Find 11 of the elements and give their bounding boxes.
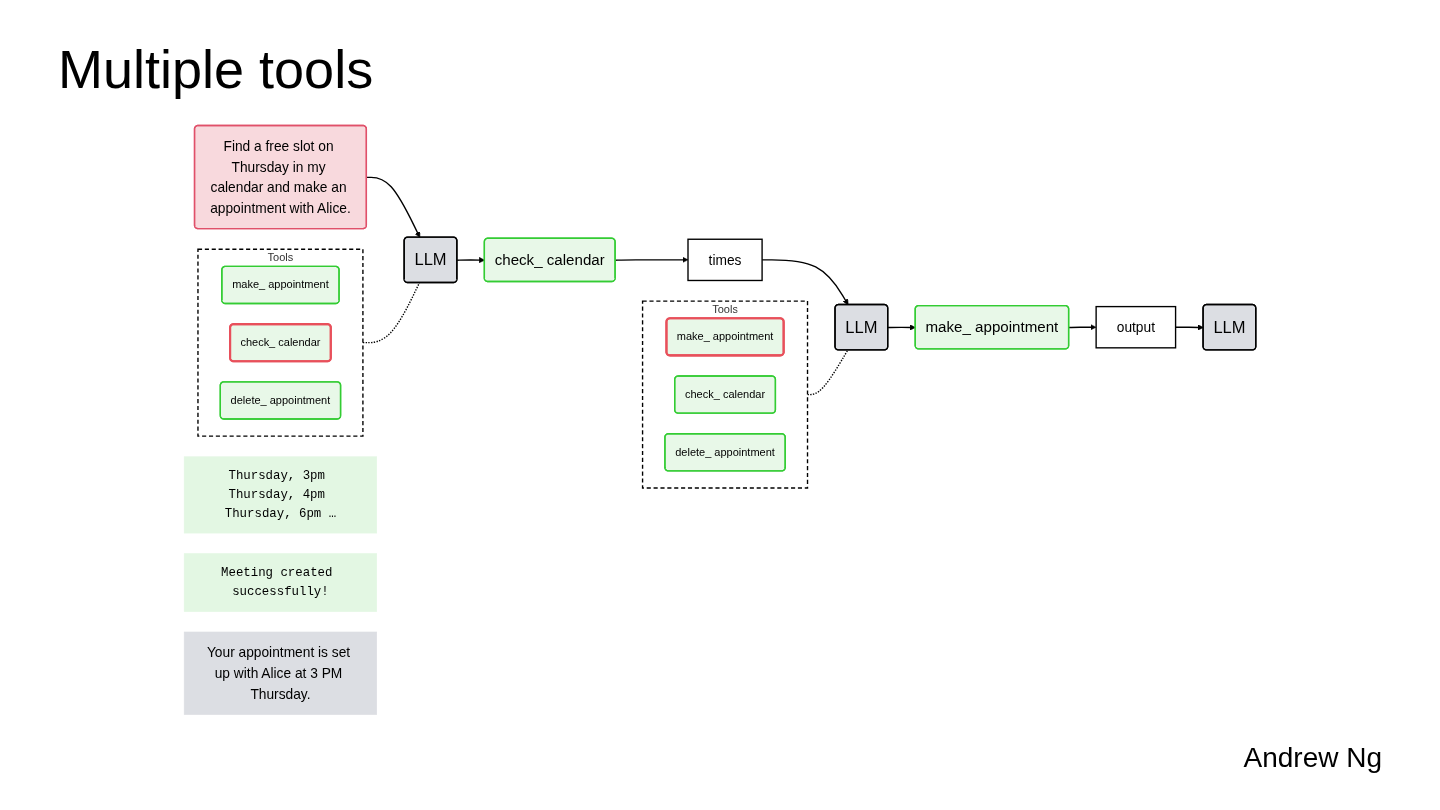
node-box: times <box>687 238 763 282</box>
node-box: Meeting created successfully! <box>183 553 377 612</box>
author-name: Andrew Ng <box>1243 742 1382 774</box>
node-box: Thursday, 3pm Thursday, 4pm Thursday, 6pm … <box>183 456 377 534</box>
node-box: output <box>1095 305 1177 349</box>
arrow <box>887 324 916 331</box>
node-box: Your appointment is set up with Alice at 3 PM Thursday. <box>183 631 377 715</box>
slide-title: Multiple tools <box>58 38 374 100</box>
arrow <box>366 176 421 238</box>
arrow <box>456 257 485 264</box>
arrow <box>1068 324 1097 331</box>
